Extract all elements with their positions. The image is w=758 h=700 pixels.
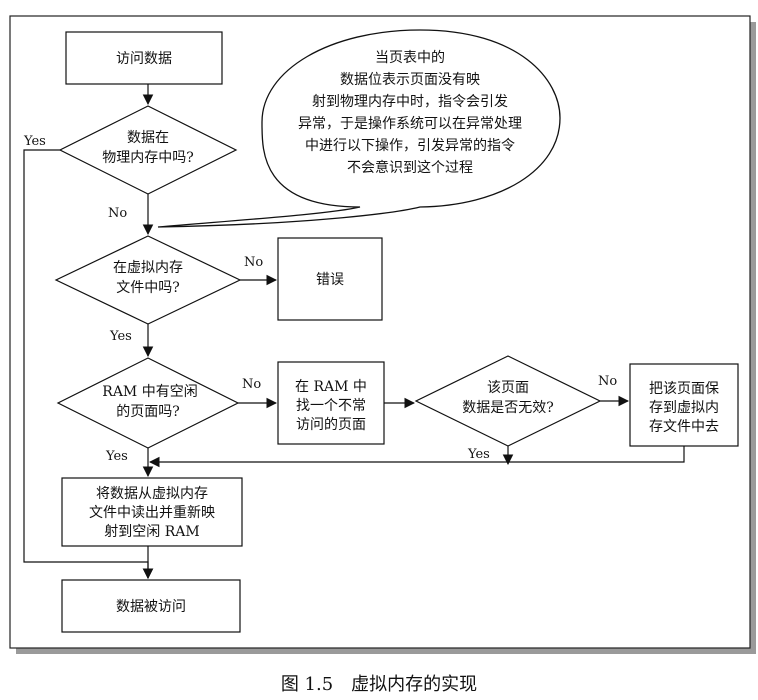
svg-text:在虚拟内存: 在虚拟内存 [113,260,183,276]
node-error: 错误 [277,237,383,321]
svg-text:错误: 错误 [316,272,344,288]
svg-text:访问的页面: 访问的页面 [296,417,366,433]
svg-text:射到物理内存中时，指令会引发: 射到物理内存中时，指令会引发 [312,94,508,110]
svg-text:找一个不常: 找一个不常 [296,398,366,414]
svg-text:访问数据: 访问数据 [116,51,172,67]
node-find-page: 在 RAM 中 找一个不常 访问的页面 [277,361,385,445]
svg-text:的页面吗?: 的页面吗? [116,404,180,420]
svg-text:将数据从虚拟内存: 将数据从虚拟内存 [96,486,208,502]
svg-text:存到虚拟内: 存到虚拟内 [649,400,719,416]
label-yes-memory: Yes [23,134,46,149]
label-no-free-page: No [242,377,261,392]
label-no-vfile: No [244,255,263,270]
svg-text:射到空闲 RAM: 射到空闲 RAM [104,524,199,540]
figure-caption: 图 1.5 虚拟内存的实现 [281,674,477,695]
label-no-invalid: No [598,374,617,389]
svg-text:文件中读出并重新映: 文件中读出并重新映 [89,504,215,521]
node-read-remap: 将数据从虚拟内存 文件中读出并重新映 射到空闲 RAM [61,477,243,547]
svg-text:物理内存中吗?: 物理内存中吗? [102,150,194,166]
callout-bubble: 当页表中的 数据位表示页面没有映 射到物理内存中时，指令会引发 异常，于是操作系… [157,29,561,228]
label-yes-free-page: Yes [105,449,128,464]
edge-save-return [148,446,685,468]
decision-page-invalid: 该页面 数据是否无效? [414,355,602,447]
svg-text:数据是否无效?: 数据是否无效? [462,400,554,416]
node-data-accessed: 数据被访问 [61,579,241,633]
svg-text:在 RAM 中: 在 RAM 中 [295,379,367,395]
svg-text:数据被访问: 数据被访问 [116,599,186,615]
decision-in-virtual-file: 在虚拟内存 文件中吗? [54,235,242,325]
svg-text:不会意识到这个过程: 不会意识到这个过程 [347,159,473,176]
label-yes-vfile: Yes [109,329,132,344]
label-no-memory: No [108,206,127,221]
svg-text:数据位表示页面没有映: 数据位表示页面没有映 [340,72,480,88]
label-yes-invalid: Yes [467,447,490,462]
svg-text:存文件中去: 存文件中去 [649,419,719,435]
svg-text:该页面: 该页面 [487,380,529,396]
svg-text:中进行以下操作，引发异常的指令: 中进行以下操作，引发异常的指令 [305,138,515,154]
node-access-data: 访问数据 [65,31,223,85]
svg-text:当页表中的: 当页表中的 [375,50,445,66]
edges [23,84,685,580]
svg-text:RAM 中有空闲: RAM 中有空闲 [102,384,197,400]
svg-text:把该页面保: 把该页面保 [649,381,719,397]
svg-text:异常，于是操作系统可以在异常处理: 异常，于是操作系统可以在异常处理 [298,116,522,132]
node-save-page: 把该页面保 存到虚拟内 存文件中去 [629,363,739,447]
svg-text:数据在: 数据在 [127,130,169,146]
svg-text:文件中吗?: 文件中吗? [116,280,180,296]
